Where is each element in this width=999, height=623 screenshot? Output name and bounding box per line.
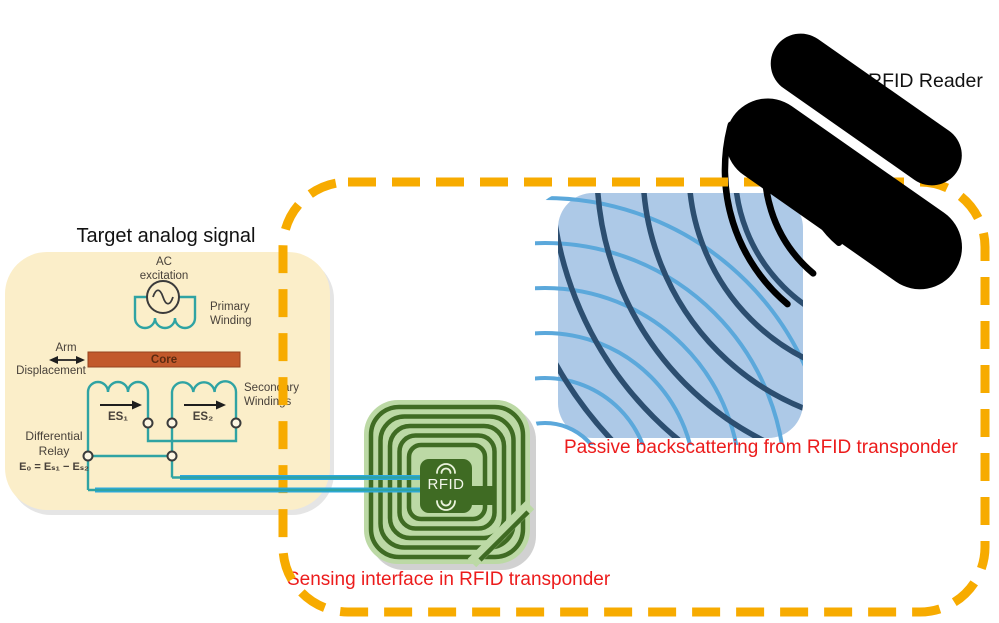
backscatter-panel	[558, 193, 803, 438]
es1-label: ES₁	[107, 411, 129, 423]
rfid-chip-label: RFID	[427, 476, 465, 493]
circuit-terminals	[82, 417, 242, 462]
lvdt-title: Target analog signal	[76, 225, 256, 247]
lvdt-circuit	[86, 280, 238, 490]
arm-label: Arm	[55, 342, 77, 354]
primary-winding-coil	[133, 295, 197, 330]
core-bar	[87, 351, 241, 368]
reader-label: RFID Reader	[868, 70, 983, 92]
displacement-label: Displacement	[16, 365, 86, 377]
primary-winding-label: Primary Winding	[210, 301, 252, 328]
es2-label: ES₂	[192, 411, 214, 423]
relay-formula: E₀ = Eₛ₁ − Eₛ₂	[19, 461, 89, 473]
ac-excitation-label: AC excitation	[139, 256, 189, 283]
sine-symbol	[152, 289, 174, 305]
secondary-series-link	[146, 423, 238, 443]
lvdt-panel	[5, 252, 330, 510]
secondary-windings-label: Secondary Windings	[244, 382, 299, 409]
secondary-winding-1-coil	[86, 380, 150, 490]
es-arrows	[100, 400, 226, 410]
arm-displacement-arrow	[49, 356, 85, 364]
secondary-winding-2-coil	[170, 380, 238, 478]
backscatter-caption: Passive backscattering from RFID transpo…	[564, 437, 958, 458]
core-label: Core	[150, 354, 178, 366]
differential-relay-label: Differential Relay	[25, 429, 83, 458]
sensing-caption: Sensing interface in RFID transponder	[287, 569, 611, 590]
